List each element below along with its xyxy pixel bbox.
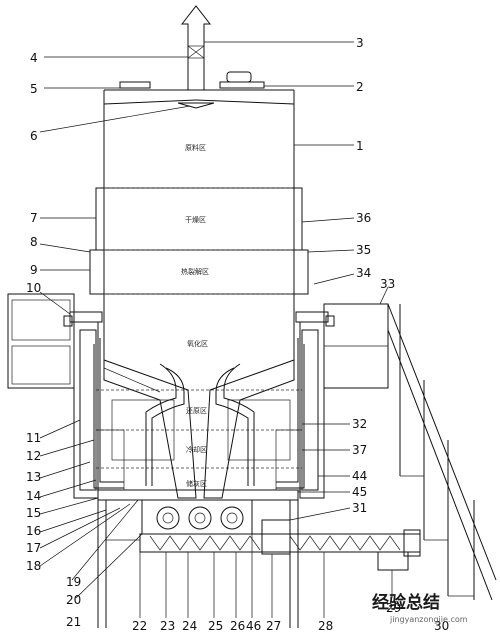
part-label-20: 20: [66, 593, 81, 607]
furnace-lid: [103, 71, 295, 109]
part-label-15: 15: [26, 506, 41, 520]
part-number-labels: 4 3 5 2 6 1 7 36 8 35 9 34 10 33 11 32 1…: [26, 36, 449, 633]
zone-ash: 储灰区: [186, 479, 207, 488]
zone-labels: 原料区 干燥区 热裂解区 氧化区 还原区 冷却区 储灰区: [181, 143, 209, 488]
watermark-url: jingyanzongjie.com: [389, 615, 468, 624]
support-legs: [97, 500, 299, 628]
part-label-33: 33: [380, 277, 395, 291]
part-label-16: 16: [26, 524, 41, 538]
part-label-8: 8: [30, 235, 38, 249]
part-label-44: 44: [352, 469, 367, 483]
part-label-2: 2: [356, 80, 364, 94]
part-label-45: 45: [352, 485, 367, 499]
part-label-4: 4: [30, 51, 38, 65]
right-platform-stairs: [323, 303, 497, 601]
throat-cone: [103, 359, 295, 499]
part-label-31: 31: [352, 501, 367, 515]
zone-raw-material: 原料区: [185, 143, 206, 152]
part-label-14: 14: [26, 489, 41, 503]
left-platform: [7, 293, 75, 389]
part-label-46: 46: [246, 619, 261, 633]
part-label-24: 24: [182, 619, 197, 633]
part-label-23: 23: [160, 619, 175, 633]
leader-lines: [39, 41, 393, 599]
part-label-32: 32: [352, 417, 367, 431]
watermark-logo: 经验总结: [372, 592, 440, 613]
part-label-19: 19: [66, 575, 81, 589]
part-label-21: 21: [66, 615, 81, 629]
zone-drying: 干燥区: [185, 215, 206, 224]
part-label-35: 35: [356, 243, 371, 257]
part-label-12: 12: [26, 449, 41, 463]
part-label-36: 36: [356, 211, 371, 225]
part-label-30: 30: [434, 619, 449, 633]
zone-boundaries: [96, 187, 302, 469]
part-label-3: 3: [356, 36, 364, 50]
part-label-7: 7: [30, 211, 38, 225]
zone-oxidation: 氧化区: [187, 339, 208, 348]
zone-pyrolysis: 热裂解区: [181, 267, 209, 276]
part-label-34: 34: [356, 266, 371, 280]
ash-collector: [97, 489, 299, 535]
part-label-10: 10: [26, 281, 41, 295]
part-label-22: 22: [132, 619, 147, 633]
part-label-9: 9: [30, 263, 38, 277]
exhaust-pipe: [180, 5, 212, 91]
part-label-6: 6: [30, 129, 38, 143]
part-label-26: 26: [230, 619, 245, 633]
part-label-25: 25: [208, 619, 223, 633]
zone-cooling: 冷却区: [186, 445, 207, 454]
part-label-37: 37: [352, 443, 367, 457]
part-label-5: 5: [30, 82, 38, 96]
part-label-13: 13: [26, 470, 41, 484]
watermark: 经验总结 jingyanzongjie.com: [372, 592, 468, 624]
part-label-27: 27: [266, 619, 281, 633]
part-label-11: 11: [26, 431, 41, 445]
bottom-leaders: [139, 500, 325, 618]
heat-pipes: [93, 338, 305, 489]
part-label-28: 28: [318, 619, 333, 633]
part-label-18: 18: [26, 559, 41, 573]
right-jacket: [275, 311, 335, 499]
part-label-17: 17: [26, 541, 41, 555]
screw-conveyor: [139, 519, 421, 571]
part-label-29: 29: [386, 601, 401, 615]
part-label-1: 1: [356, 139, 364, 153]
zone-reduction: 还原区: [186, 407, 207, 415]
